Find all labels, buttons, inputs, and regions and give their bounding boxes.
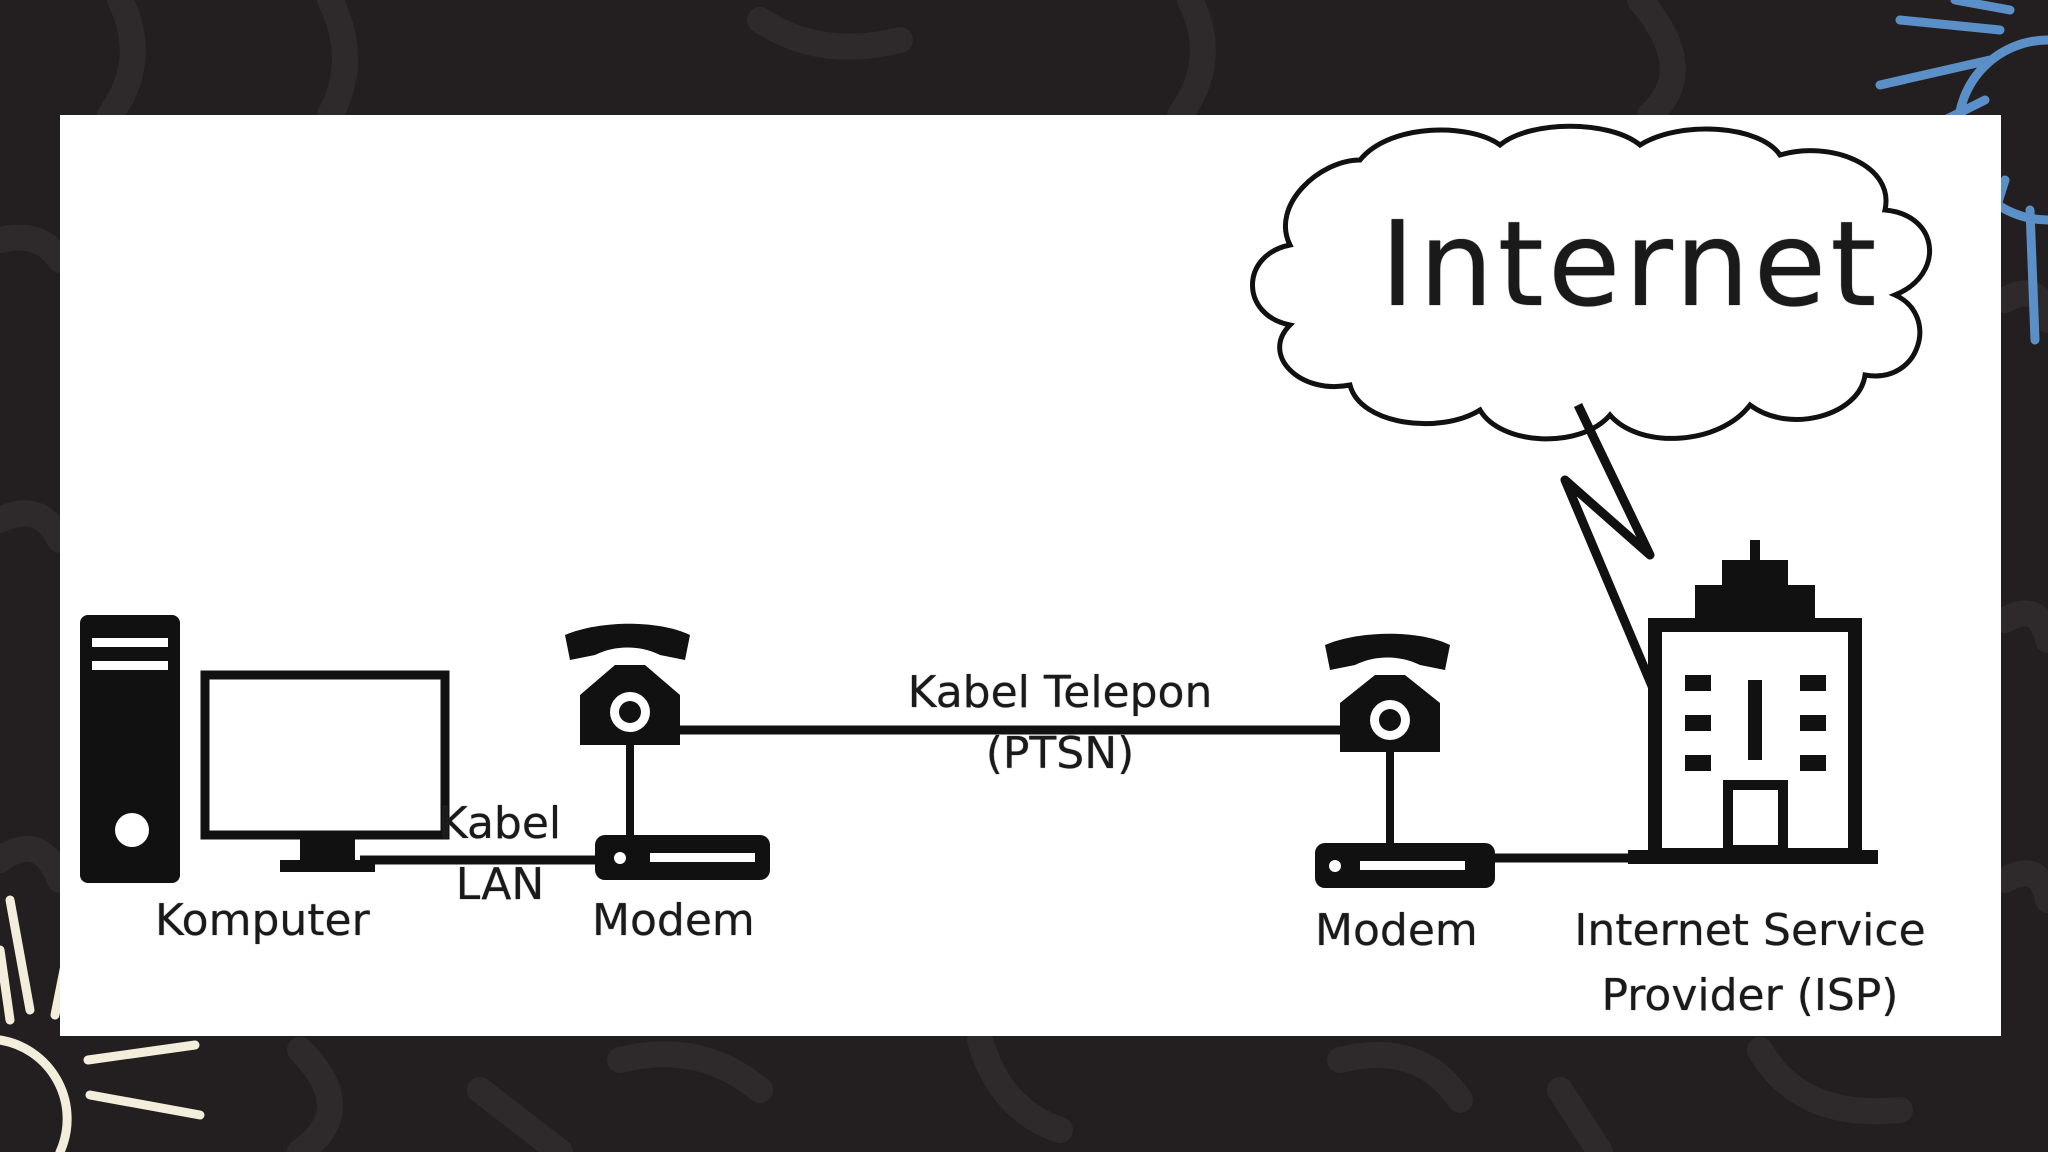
modem-icon <box>595 745 770 880</box>
lightning-link-icon <box>1560 403 1665 707</box>
phone-cable-label: Kabel Telepon (PTSN) <box>860 667 1260 779</box>
monitor-icon <box>200 670 450 872</box>
modem-icon <box>1315 752 1495 888</box>
diagram-panel: Internet Kabel Telepon (PTSN) Kabel LAN … <box>60 115 2001 1036</box>
lan-cable-label-line1: Kabel <box>438 798 562 849</box>
isp-label-line1: Internet Service <box>1574 905 1926 956</box>
phone-cable-label-line1: Kabel Telepon <box>907 667 1213 718</box>
cloud-label: Internet <box>1380 195 1881 333</box>
lan-cable-label-line2: LAN <box>455 859 545 910</box>
telephone-icon <box>1325 633 1450 752</box>
modem-right-label: Modem <box>1315 905 1478 956</box>
isp-label: Internet Service Provider (ISP) <box>1550 905 1950 1021</box>
building-icon <box>1628 540 1878 864</box>
cloud-icon <box>1250 123 1932 442</box>
computer-tower-icon <box>80 615 180 883</box>
modem-left-label: Modem <box>592 895 755 946</box>
lan-cable-label: Kabel LAN <box>435 798 565 910</box>
isp-label-line2: Provider (ISP) <box>1601 970 1899 1021</box>
telephone-icon <box>565 623 690 745</box>
network-diagram <box>80 123 1932 888</box>
computer-label: Komputer <box>155 895 370 946</box>
phone-cable-label-line2: (PTSN) <box>985 728 1135 779</box>
